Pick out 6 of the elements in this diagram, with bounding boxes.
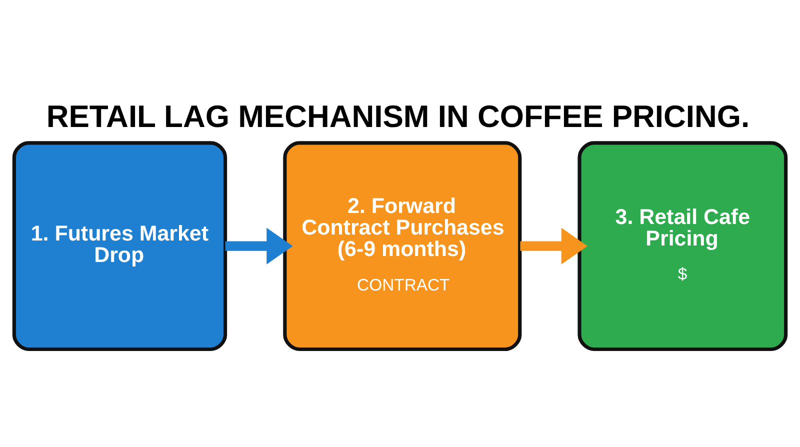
diagram-title: RETAIL LAG MECHANISM IN COFFEE PRICING. (46, 98, 750, 134)
node-box: 2. Forward Contract Purchases (6-9 months) CONTRACT (283, 140, 522, 351)
arrow (520, 227, 588, 264)
node-box: 1. Futures Market Drop (12, 140, 228, 351)
node-box: 3. Retail Cafe Pricing $ (578, 140, 788, 351)
arrow (225, 227, 293, 264)
